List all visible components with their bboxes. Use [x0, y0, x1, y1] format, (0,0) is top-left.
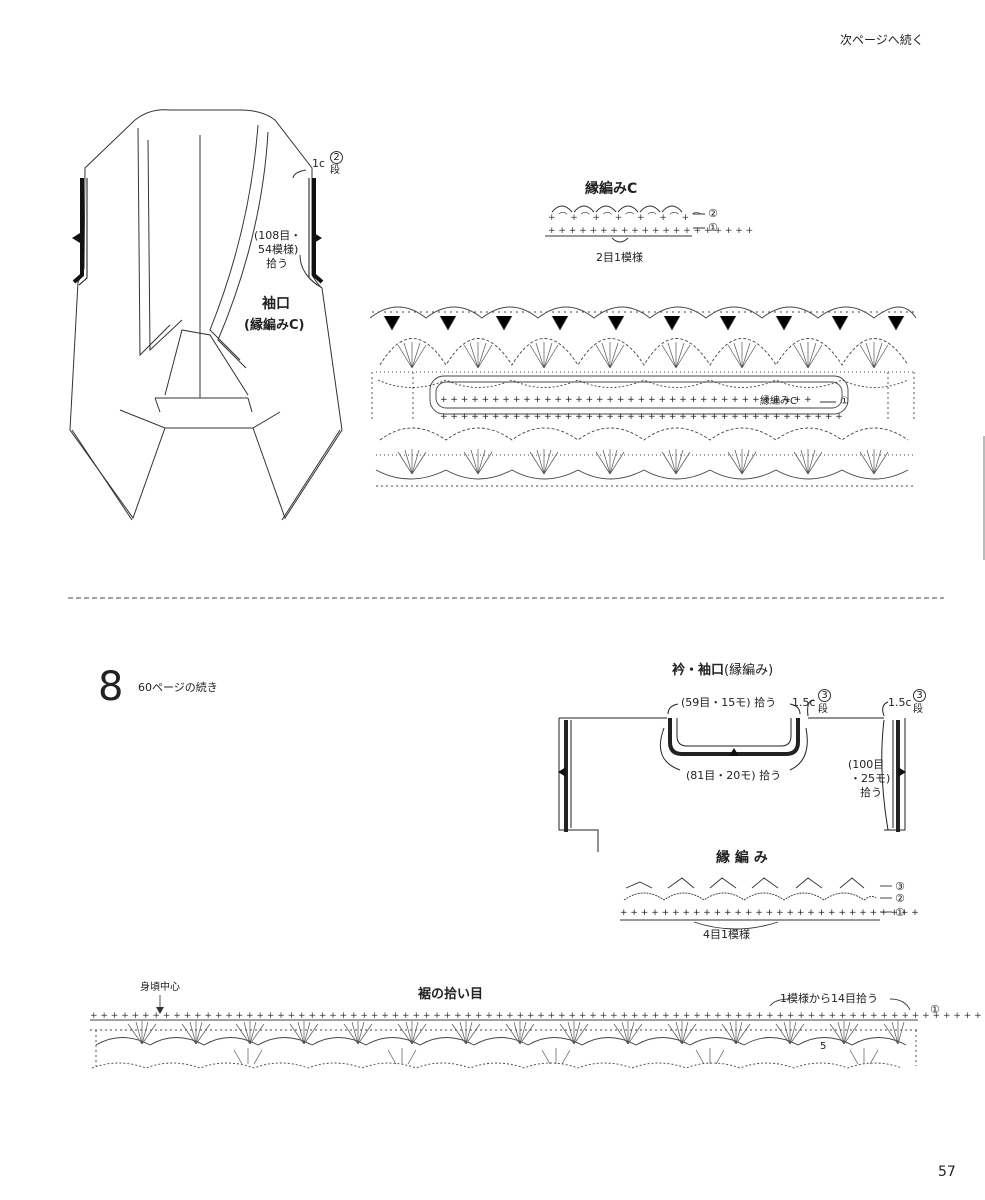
large-edging-chart: + + + + + + + + + + + + + + + + + + + + … — [369, 306, 917, 487]
svg-text:+ + + + + + + + + + + + + + +: + + + + + + + + + + + + + + + + + + + + … — [620, 908, 919, 918]
armhole-subtitle: (縁編みC) — [244, 318, 305, 333]
rows-unit: 段 — [330, 165, 340, 176]
hem-row: ① — [930, 1003, 940, 1016]
pickup-verb: 拾う — [266, 257, 288, 270]
pickup-pattern: 54模様) — [258, 243, 299, 256]
edging-chart: + + + + + + + + + + + + + + + + + + + + … — [620, 877, 919, 930]
arrow-left-icon — [558, 767, 566, 777]
edging-row2: ② — [895, 892, 905, 905]
edging-row1: ① — [895, 906, 905, 919]
bottom-pickup: (81目・20モ) 拾う — [686, 769, 782, 782]
collar-title-sub: (縁編み) — [724, 663, 774, 678]
arrow-right-icon — [314, 233, 322, 243]
left-rows: 1.5c — [792, 696, 816, 709]
svg-text:+ + + + + + + + + + + + + + +: + + + + + + + + + + + + + + + + + + + + … — [90, 1011, 985, 1021]
arrow-left-icon — [72, 233, 80, 243]
vest-diagram — [69, 109, 343, 521]
edging-c-title: 縁編みC — [585, 181, 638, 197]
top-pickup: (59目・15モ) 拾う — [681, 696, 777, 709]
left-rows-unit: 段 — [818, 704, 828, 715]
edging-repeat: 4目1模様 — [703, 928, 750, 941]
hem-center: 身頃中心 — [140, 982, 180, 993]
edging-row3: ③ — [895, 880, 905, 893]
edging-c-chart: + + + + + + + + + + + + + + + + + + + + … — [545, 205, 753, 243]
pickup-count: (108目・ — [254, 229, 302, 242]
armhole-title: 袖口 — [262, 296, 290, 312]
rows-circle: 2 — [330, 151, 343, 164]
arrow-right-icon — [898, 767, 906, 777]
hem-chart: + + + + + + + + + + + + + + + + + + + + … — [90, 995, 985, 1069]
large-chart-label: 縁編みC — [760, 396, 797, 407]
svg-text:+ ⌒ + ⌒ + ⌒ + ⌒ + ⌒ + ⌒ + ⌒: + ⌒ + ⌒ + ⌒ + ⌒ + ⌒ + ⌒ + ⌒ — [548, 212, 701, 223]
svg-text:+ + + + + + + + + + + + + + +: + + + + + + + + + + + + + + + + + + + + … — [440, 412, 843, 422]
left-rows-circle: 3 — [818, 689, 831, 702]
edging-c-repeat: 2目1模様 — [596, 251, 643, 264]
side-pickup-2: ・25モ) — [850, 772, 891, 785]
pickup-rows-mark: 1c — [312, 157, 326, 170]
right-rows-unit: 段 — [913, 704, 923, 715]
neck-arrow-up-icon — [729, 748, 739, 756]
collar-title: 衿・袖口(縁編み) — [672, 663, 773, 678]
fan-spokes — [383, 315, 905, 475]
right-rows-circle: 3 — [913, 689, 926, 702]
side-pickup-3: 拾う — [860, 786, 882, 799]
edging-title: 縁 編 み — [716, 850, 768, 866]
continue-note: 次ページへ続く — [840, 33, 924, 47]
svg-text:+ + + + + + + + + + + + + + +: + + + + + + + + + + + + + + + + + + + + — [548, 226, 753, 236]
edging-c-row2: ② — [708, 207, 718, 220]
section-continued: 60ページの続き — [138, 681, 218, 694]
edging-c-row1: ① — [708, 221, 718, 234]
hem-fan-spokes — [127, 1021, 905, 1065]
hem-number: 5 — [820, 1041, 827, 1052]
page-number: 57 — [938, 1164, 956, 1180]
hem-title: 裾の拾い目 — [418, 987, 484, 1002]
side-pickup-1: (100目 — [848, 758, 885, 771]
large-chart-row: ① — [840, 396, 849, 407]
collar-title-main: 衿・袖口 — [672, 663, 725, 678]
right-rows: 1.5c — [888, 696, 912, 709]
hem-pickup: 1模様から14目拾う — [780, 992, 878, 1005]
section-number: 8 — [98, 664, 124, 710]
svg-text:+ + + + + + + + + + + + + + +: + + + + + + + + + + + + + + + + + + + + … — [440, 395, 812, 405]
